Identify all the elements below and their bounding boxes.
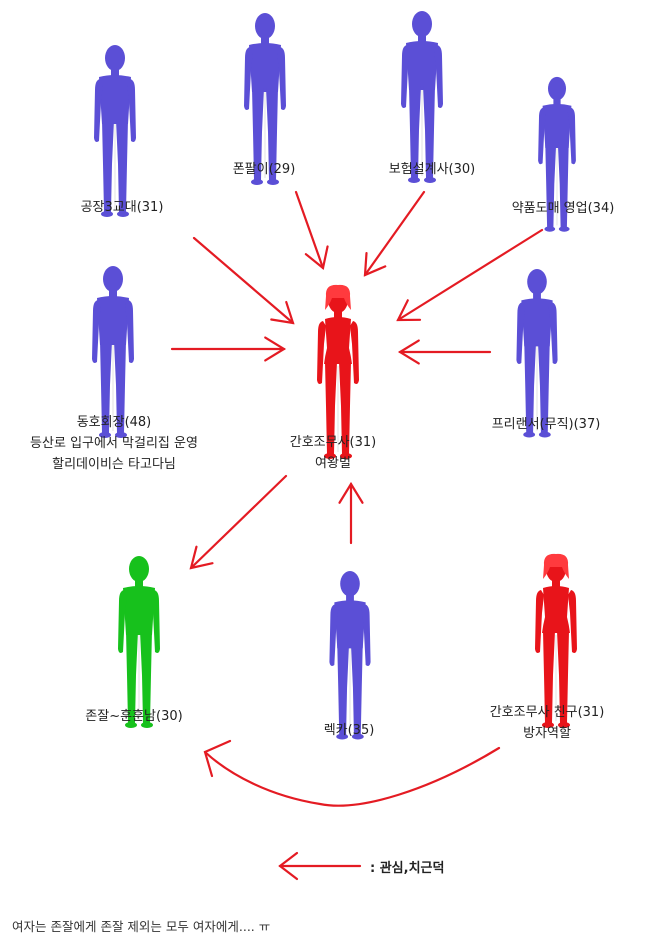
arrow-friend-to-handsome: [203, 739, 501, 807]
person-insurance-icon: [401, 11, 443, 183]
label-line: 할리데이비슨 타고다님: [52, 457, 176, 472]
arrow-pharma-to-nurse: [396, 228, 544, 322]
label-nurse: 간호조무사(31) 여왕벌: [290, 432, 377, 474]
person-club-icon: [92, 266, 134, 438]
label-line: 폰팔이(29): [232, 162, 296, 177]
arrow-phone-to-nurse: [294, 190, 329, 270]
label-pharma: 약품도매 영업(34): [512, 198, 615, 219]
person-pharma-icon: [538, 76, 576, 232]
person-freelancer-icon: [516, 268, 558, 438]
person-rekka-icon: [329, 570, 371, 740]
label-line: 여왕벌: [315, 456, 351, 471]
person-factory-icon: [94, 45, 136, 217]
label-line: 간호조무사(31): [289, 435, 377, 450]
person-friend-icon: [535, 553, 577, 728]
label-line: 공장3교대(31): [80, 200, 164, 215]
label-rekka: 렉카(35): [324, 720, 375, 741]
arrow-factory-to-nurse: [192, 236, 295, 325]
legend-text: : 관심,치근덕: [370, 861, 445, 876]
person-handsome-icon: [118, 556, 160, 728]
label-line: 프리랜서(무직)(37): [491, 417, 601, 432]
legend-arrow: [278, 851, 362, 881]
label-line: 방자역할: [523, 726, 571, 741]
label-line: 보험설계사(30): [388, 162, 476, 177]
arrow-rekka-to-nurse: [338, 481, 364, 545]
label-freelancer: 프리랜서(무직)(37): [492, 414, 601, 435]
arrow-club-to-nurse: [170, 336, 287, 362]
arrow-freelancer-to-nurse: [397, 339, 492, 365]
label-handsome: 존잘~훈훈남(30): [85, 706, 182, 727]
label-club: 동호회장(48) 등산로 입구에서 막걸리집 운영 할리데이비슨 타고다님: [30, 412, 198, 475]
label-line: 간호조무사 친구(31): [489, 705, 605, 720]
label-line: 등산로 입구에서 막걸리집 운영: [30, 436, 198, 451]
label-factory: 공장3교대(31): [81, 197, 164, 218]
caption-text: 여자는 존잘에게 존잘 제외는 모두 여자에게.... ㅠ: [12, 919, 271, 934]
arrow-insurance-to-nurse: [363, 190, 426, 277]
label-phone: 폰팔이(29): [233, 159, 296, 180]
label-friend: 간호조무사 친구(31) 방자역할: [490, 702, 605, 744]
label-line: 렉카(35): [323, 723, 375, 738]
person-phone-icon: [244, 13, 286, 185]
label-line: 존잘~훈훈남(30): [85, 709, 183, 724]
label-insurance: 보험설계사(30): [389, 159, 476, 180]
label-line: 약품도매 영업(34): [511, 201, 615, 216]
arrow-nurse-to-handsome: [189, 474, 288, 570]
label-line: 동호회장(48): [76, 415, 152, 430]
person-nurse-icon: [317, 284, 359, 459]
